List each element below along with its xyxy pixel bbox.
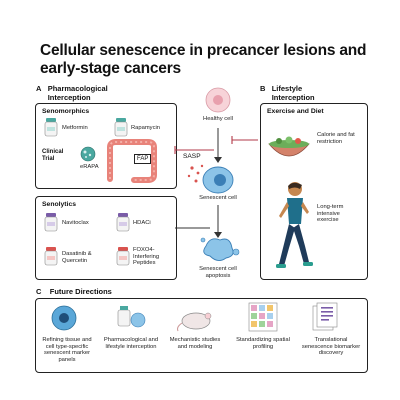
section-a-letter: A xyxy=(36,84,42,93)
senomorphics-box: Senomorphics Metformin Rapamycin Clinica… xyxy=(35,103,177,189)
section-b-letter: B xyxy=(260,84,266,93)
exercise-label: Long-term intensive exercise xyxy=(317,204,344,224)
pharma-lifestyle-icon xyxy=(117,306,146,328)
lifestyle-box: Exercise and Diet Calorie and fat restri… xyxy=(260,103,368,280)
dasatinib-quercetin-label: Dasatinib & Quercetin xyxy=(62,251,92,264)
clinical-trial-label: Clinical Trial xyxy=(42,149,64,162)
tissue-marker-icon xyxy=(51,305,77,331)
salad-bowl-icon xyxy=(268,136,310,157)
navitoclax-label: Navitoclax xyxy=(62,220,89,226)
page-title: Cellular senescence in precancer lesions… xyxy=(40,42,367,77)
hdaci-bottle-icon xyxy=(116,213,130,232)
senolytics-box: Senolytics Navitoclax HDACi Dasatinib & … xyxy=(35,196,177,280)
senomorphics-heading: Senomorphics xyxy=(42,108,90,115)
lifestyle-heading: Exercise and Diet xyxy=(267,108,324,115)
hdaci-label: HDACi xyxy=(133,220,151,226)
healthy-cell-icon xyxy=(205,87,231,113)
runner-icon xyxy=(276,182,313,268)
future-item-3: Mechanistic studies and modeling xyxy=(169,337,221,350)
erapa-capsule-icon xyxy=(80,146,96,162)
sasp-particles xyxy=(187,164,204,183)
foxo4-bottle-icon xyxy=(116,247,130,266)
senescent-cell-label: Senescent cell xyxy=(199,195,237,201)
fap-tag: FAP xyxy=(134,154,152,164)
senescent-cell-icon xyxy=(202,166,234,194)
future-item-5: Translational senescence biomarker disco… xyxy=(301,337,361,357)
section-a-title: Pharmacological Interception xyxy=(47,84,108,102)
biomarker-discovery-icon xyxy=(312,302,338,331)
foxo4-label: FOXO4-Interfering Peptides xyxy=(133,247,160,267)
apoptotic-cell-icon xyxy=(200,237,240,261)
metformin-bottle-icon xyxy=(44,118,58,137)
section-b-label: B Lifestyle Interception xyxy=(260,84,332,102)
colon-icon xyxy=(107,139,157,183)
future-item-4: Standardizing spatial profiling xyxy=(236,337,290,350)
senolytics-heading: Senolytics xyxy=(42,201,76,208)
rapamycin-label: Rapamycin xyxy=(131,125,160,131)
future-directions-box: Refining tissue and cell type-specific s… xyxy=(35,298,368,373)
section-c-letter: C xyxy=(36,287,42,296)
future-item-2: Pharmacological and lifestyle intercepti… xyxy=(103,337,159,350)
apoptosis-label: Senescent cell apoptosis xyxy=(199,266,237,279)
section-c-label: C Future Directions xyxy=(36,287,112,296)
metformin-label: Metformin xyxy=(62,125,88,131)
section-a-label: A Pharmacological Interception xyxy=(36,84,128,102)
healthy-cell-label: Healthy cell xyxy=(203,116,233,122)
dasatinib-bottle-icon xyxy=(44,247,58,266)
section-c-title: Future Directions xyxy=(49,287,112,296)
rapamycin-bottle-icon xyxy=(114,118,128,137)
spatial-profiling-icon xyxy=(248,302,278,332)
navitoclax-bottle-icon xyxy=(44,213,58,232)
future-item-1: Refining tissue and cell type-specific s… xyxy=(42,337,92,363)
mouse-model-icon xyxy=(177,312,212,332)
section-b-title: Lifestyle Interception xyxy=(271,84,315,102)
erapa-label: eRAPA xyxy=(80,164,99,170)
diet-label: Calorie and fat restriction xyxy=(317,132,355,145)
sasp-label: SASP xyxy=(183,153,201,160)
